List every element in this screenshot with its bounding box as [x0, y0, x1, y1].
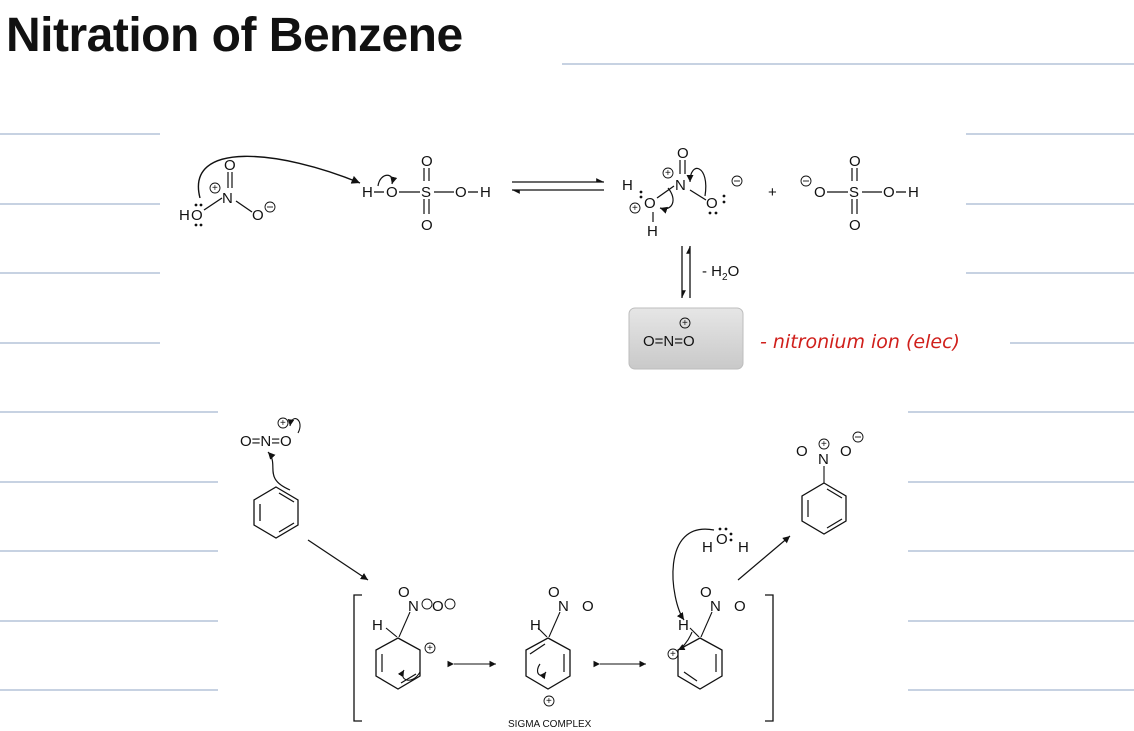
curved-arrow-icon [659, 187, 674, 214]
curved-arrow-icon [197, 155, 361, 199]
sigma-complex-resonance-2: H N O O + [525, 584, 594, 707]
svg-text:O: O [796, 443, 808, 460]
reaction-arrow-icon [737, 535, 791, 581]
svg-text:O: O [716, 531, 728, 548]
nitronium-formula: O=N=O [643, 333, 695, 350]
svg-text:O: O [734, 598, 746, 615]
svg-text:H: H [622, 177, 633, 194]
curved-arrow-icon [287, 418, 301, 434]
svg-text:O: O [398, 584, 410, 601]
svg-text:O: O [191, 207, 203, 224]
svg-text:O: O [644, 195, 656, 212]
curved-arrow-icon [267, 451, 291, 491]
svg-text:S: S [421, 184, 431, 201]
svg-text:O: O [386, 184, 398, 201]
svg-text:+: + [546, 696, 552, 707]
nitronium-reagent: O=N=O + [240, 417, 292, 450]
svg-text:N: N [222, 190, 233, 207]
svg-text:O: O [849, 153, 861, 170]
svg-text:O: O [548, 584, 560, 601]
sigma-complex-resonance-3: H N O O + [667, 584, 746, 690]
bisulfate-anion: O S O H O O [800, 153, 919, 234]
sigma-complex-label: SIGMA COMPLEX [508, 719, 592, 730]
nitrobenzene-product: N O O + [796, 431, 864, 535]
svg-text:N: N [408, 598, 419, 615]
sigma-complex-resonance-1: H N O O + [372, 584, 456, 690]
nitronium-highlight-box [628, 307, 744, 370]
protonated-nitric-acid: H O + H N + O O [622, 145, 743, 240]
handwritten-annotation: - nitronium ion (elec) [760, 331, 960, 353]
vertical-equilibrium-arrow-icon [681, 246, 691, 298]
svg-text:O: O [706, 195, 718, 212]
svg-text:O: O [582, 598, 594, 615]
svg-text:+: + [280, 418, 286, 429]
curved-arrow-icon [537, 663, 547, 680]
water-loss-label: - H2O [702, 263, 739, 283]
page-title: Nitration of Benzene [6, 9, 463, 62]
water-molecule: H O H [702, 527, 749, 556]
curved-arrow-icon [672, 528, 715, 621]
equilibrium-arrow-icon [511, 178, 604, 194]
curved-arrow-icon [677, 631, 693, 651]
svg-text:O: O [883, 184, 895, 201]
svg-text:H: H [678, 617, 689, 634]
svg-text:H: H [530, 617, 541, 634]
svg-text:+: + [670, 649, 676, 660]
svg-text:H: H [362, 184, 373, 201]
svg-text:O: O [677, 145, 689, 162]
curved-arrow-icon [686, 167, 707, 197]
svg-text:+: + [632, 203, 638, 214]
svg-text:H: H [647, 223, 658, 240]
svg-text:+: + [427, 643, 433, 654]
svg-text:N: N [818, 451, 829, 468]
svg-text:+: + [821, 439, 827, 450]
svg-text:+: + [665, 168, 671, 179]
svg-text:H: H [372, 617, 383, 634]
svg-text:N: N [558, 598, 569, 615]
svg-text:+: + [212, 183, 218, 194]
sulfuric-acid: H O S O H O O [362, 153, 491, 234]
svg-text:O: O [432, 598, 444, 615]
svg-text:O: O [252, 207, 264, 224]
svg-text:O: O [455, 184, 467, 201]
svg-text:O: O [421, 153, 433, 170]
svg-text:H: H [179, 207, 190, 224]
nitric-acid: H O N + O O [179, 157, 276, 227]
positive-charge-icon [679, 317, 691, 329]
curved-arrow-icon [397, 669, 421, 681]
left-bracket [353, 594, 362, 722]
benzene-ring [253, 486, 299, 539]
curved-arrow-icon [377, 174, 398, 187]
svg-text:H: H [738, 539, 749, 556]
right-bracket [765, 594, 774, 722]
svg-text:H: H [702, 539, 713, 556]
svg-text:H: H [480, 184, 491, 201]
ruled-lines [0, 63, 1134, 691]
svg-text:O: O [224, 157, 236, 174]
svg-text:O: O [421, 217, 433, 234]
plus-sign: + [768, 184, 777, 201]
svg-text:S: S [849, 184, 859, 201]
svg-text:O: O [814, 184, 826, 201]
svg-text:O: O [849, 217, 861, 234]
svg-text:O: O [840, 443, 852, 460]
svg-text:N: N [710, 598, 721, 615]
svg-text:+: + [682, 318, 688, 329]
reaction-arrow-icon [307, 539, 369, 581]
svg-text:O: O [700, 584, 712, 601]
svg-text:O=N=O: O=N=O [240, 433, 292, 450]
svg-text:N: N [675, 177, 686, 194]
svg-text:H: H [908, 184, 919, 201]
